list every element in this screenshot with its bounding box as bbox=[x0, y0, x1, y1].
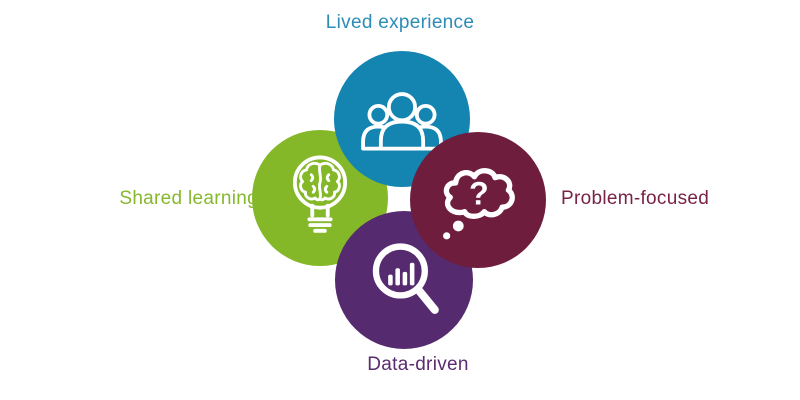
magnifier-bar-chart-icon bbox=[366, 238, 442, 322]
brain-lightbulb-icon bbox=[291, 153, 349, 243]
question-thought-cloud-icon: ? bbox=[435, 157, 521, 243]
label-lived-experience: Lived experience bbox=[325, 12, 475, 33]
circle-problem-focused: ? bbox=[410, 132, 546, 268]
label-problem-focused: Problem-focused bbox=[561, 188, 710, 209]
svg-text:?: ? bbox=[469, 175, 489, 211]
label-data-driven: Data-driven bbox=[367, 354, 469, 375]
circle-lived-experience bbox=[334, 51, 470, 187]
people-group-icon bbox=[358, 86, 446, 152]
label-shared-learning: Shared learning bbox=[119, 188, 258, 209]
circle-data-driven bbox=[335, 211, 473, 349]
